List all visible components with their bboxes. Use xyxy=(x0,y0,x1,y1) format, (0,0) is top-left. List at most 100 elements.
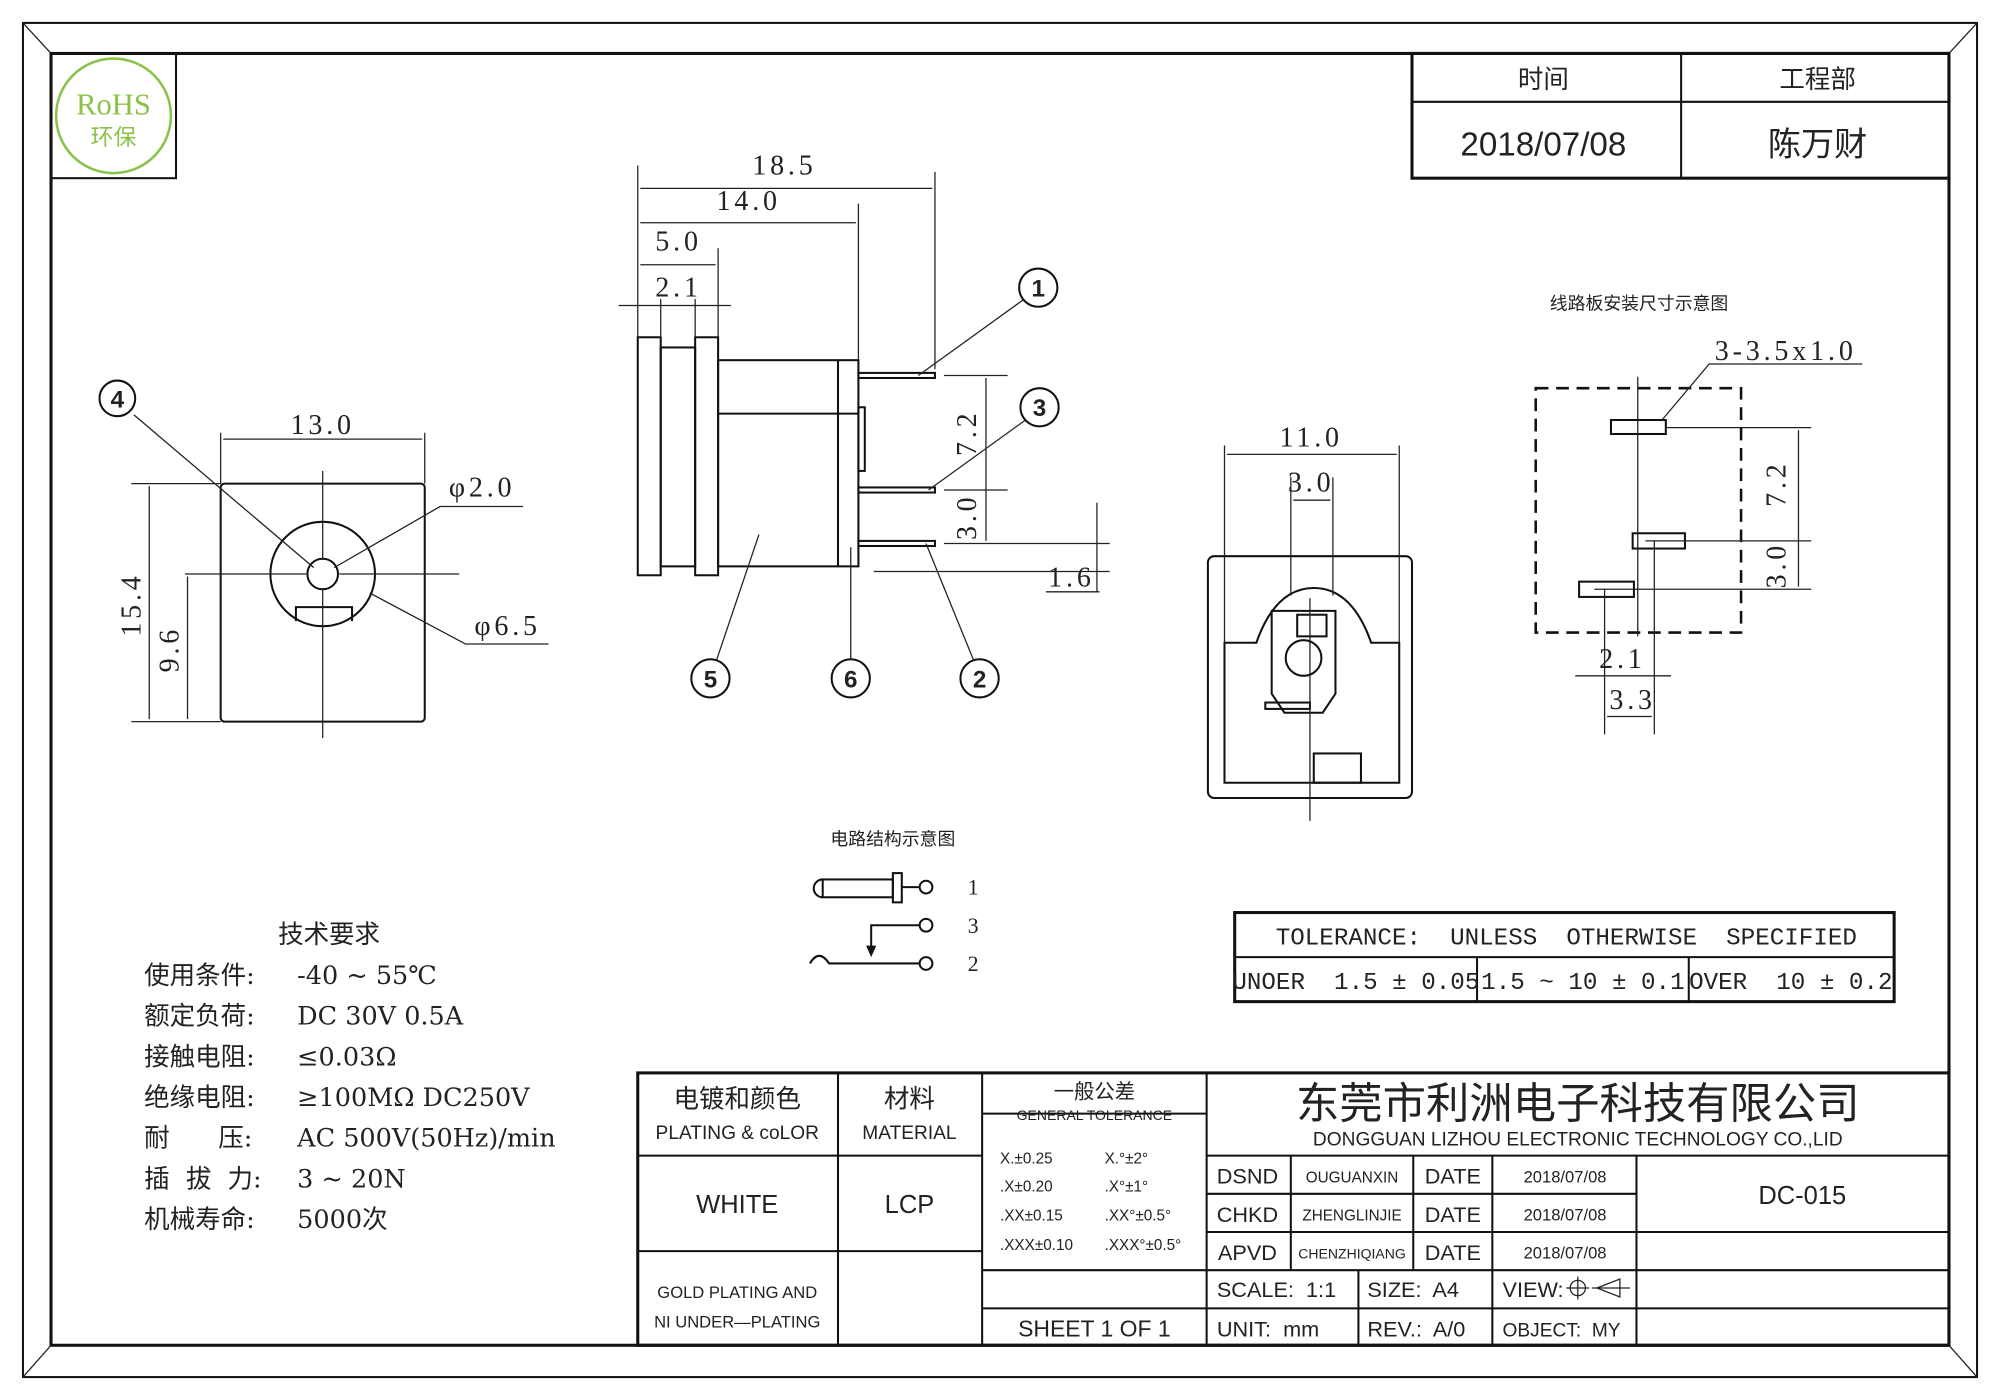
drawing-line xyxy=(866,945,877,958)
date-label: DATE xyxy=(1425,1202,1481,1227)
drawing-line xyxy=(1223,586,1401,784)
tech-label: 额定负荷: xyxy=(144,1002,255,1032)
dim-end-slot: 3.0 xyxy=(1288,467,1335,498)
drawing-line xyxy=(294,606,354,622)
drawing-line xyxy=(959,658,1000,699)
view-label: VIEW: xyxy=(1503,1277,1564,1302)
tolerance-linear: .XXX±0.10 xyxy=(1000,1237,1073,1254)
drawing-line: 1 xyxy=(1032,276,1045,303)
tolerance-cell: OVER 10 ± 0.2 xyxy=(1689,970,1892,997)
balloon-3: 3 xyxy=(1019,387,1060,428)
pcb-layout-view: 线路板安装尺寸示意图 3-3.5x1.0 7.2 3.0 2.1 3.3 xyxy=(1534,293,1863,735)
drawing-line xyxy=(1270,609,1337,714)
drawing-line xyxy=(21,21,1979,1379)
pad-spec: 3-3.5x1.0 xyxy=(1715,336,1857,367)
pin-3 xyxy=(857,486,936,494)
unit: UNIT: mm xyxy=(1217,1316,1319,1341)
header-date: 2018/07/08 xyxy=(1460,126,1626,163)
drawing-line: 5 xyxy=(704,666,717,693)
sign-off-row: APVD CHENZHIQIANG DATE 2018/07/08 xyxy=(1218,1240,1607,1265)
drawing-line xyxy=(918,917,934,933)
drawing-line xyxy=(636,336,662,577)
drawing-line xyxy=(306,557,340,591)
circuit-pin-2: 2 xyxy=(968,952,979,976)
approval-header-table: 时间 工程部 2018/07/08 陈万财 xyxy=(1410,51,1951,180)
drawing-line xyxy=(659,346,697,568)
plating-note-1: GOLD PLATING AND xyxy=(657,1283,817,1302)
scale: SCALE: 1:1 xyxy=(1217,1277,1336,1302)
drawing-line xyxy=(22,22,52,54)
tech-label: 绝缘电阻: xyxy=(144,1083,255,1113)
balloon-5: 5 xyxy=(690,658,731,699)
tech-value: ≤0.03Ω xyxy=(297,1042,396,1072)
drawing-line xyxy=(918,879,934,895)
signer-name: CHENZHIQIANG xyxy=(1298,1246,1405,1262)
drawing-line xyxy=(857,406,866,472)
tech-value: AC 500V(50Hz)/min xyxy=(296,1124,555,1154)
date-label: DATE xyxy=(1425,1240,1481,1265)
drawing-line xyxy=(133,414,315,569)
drawing-line xyxy=(812,878,823,899)
dim-pin-offset: 1.6 xyxy=(1048,563,1095,594)
tolerance-angular: .X°±1° xyxy=(1105,1178,1149,1195)
tolerance-cell: UNOER 1.5 ± 0.05 xyxy=(1232,970,1479,997)
drawing-line xyxy=(1948,22,1978,54)
pcb-layout-title: 线路板安装尺寸示意图 xyxy=(1550,293,1728,314)
tech-value: 3 ~ 20N xyxy=(297,1164,406,1194)
dim-pin-spacing-2: 3.0 xyxy=(952,494,983,540)
drawing-line xyxy=(1948,1344,1978,1378)
material-label-cn: 材料 xyxy=(884,1085,935,1113)
drawing-line xyxy=(54,57,173,175)
drawing-line xyxy=(690,658,731,699)
drawing-line xyxy=(1312,752,1362,784)
drawing-line xyxy=(1018,267,1059,308)
tolerance-cell: 1.5 ~ 10 ± 0.1 xyxy=(1481,970,1684,997)
signer-name: OUGUANXIN xyxy=(1306,1169,1399,1186)
pin-1 xyxy=(857,371,936,380)
drawing-line xyxy=(870,924,920,955)
circuit-pin-3: 3 xyxy=(968,914,979,938)
pcb-dim-7-2: 7.2 xyxy=(1762,460,1793,506)
pcb-dim-2-1: 2.1 xyxy=(1599,644,1646,675)
tech-title: 技术要求 xyxy=(278,920,380,950)
pcb-dim-3-3: 3.3 xyxy=(1609,685,1656,716)
tech-label: 使用条件: xyxy=(144,961,255,991)
drawing-line xyxy=(1264,701,1311,710)
front-view: 4 13.0 15.4 9.6 φ2.0 φ6.5 xyxy=(98,379,549,739)
drawing-line xyxy=(1284,639,1323,677)
drawing-line xyxy=(1661,363,1863,421)
drawing-line xyxy=(925,543,974,660)
balloon-6: 6 xyxy=(830,658,871,699)
side-view: 18.5 14.0 5.0 2.1 7.2 3.0 1.6 1 3 2 5 6 xyxy=(618,150,1110,699)
material-label-en: MATERIAL xyxy=(862,1123,956,1144)
header-person: 陈万财 xyxy=(1768,126,1867,163)
balloon-2: 2 xyxy=(959,658,1000,699)
dim-center-height: 9.6 xyxy=(155,626,186,672)
rohs-logo: RoHS 环保 xyxy=(49,52,178,180)
plating-note-2: NI UNDER—PLATING xyxy=(654,1312,820,1331)
drawing-line: 6 xyxy=(844,666,857,693)
object: OBJECT: MY xyxy=(1503,1320,1621,1341)
color-value: WHITE xyxy=(696,1191,778,1219)
rohs-logo-subtext: 环保 xyxy=(91,125,137,151)
drawing-line xyxy=(1296,613,1328,638)
sign-off-row: CHKD ZHENGLINJIE DATE 2018/07/08 xyxy=(1217,1202,1607,1227)
plating-label-en: PLATING & coLOR xyxy=(656,1123,819,1144)
role: APVD xyxy=(1218,1240,1277,1265)
drawing-line: 3 xyxy=(1033,395,1046,422)
end-view: 11.0 3.0 xyxy=(1206,423,1414,821)
revision: REV.: A/0 xyxy=(1367,1316,1465,1341)
technical-requirements: 技术要求 使用条件:-40 ~ 55℃ 额定负荷:DC 30V 0.5A 接触电… xyxy=(144,920,556,1235)
pcb-dim-3-0: 3.0 xyxy=(1762,542,1793,588)
dim-flange-thickness: 2.1 xyxy=(655,273,702,304)
dim-overall-length: 18.5 xyxy=(752,150,816,181)
drawing-line xyxy=(830,658,871,699)
projection-symbol-icon xyxy=(1566,1276,1631,1300)
tech-value: 5000次 xyxy=(297,1205,387,1235)
tech-label: 插 拔 力: xyxy=(144,1164,262,1194)
tolerance-angular: .XX°±0.5° xyxy=(1105,1208,1171,1225)
date-value: 2018/07/08 xyxy=(1524,1206,1607,1225)
drawing-line xyxy=(918,956,934,971)
tech-value: DC 30V 0.5A xyxy=(297,1002,464,1032)
